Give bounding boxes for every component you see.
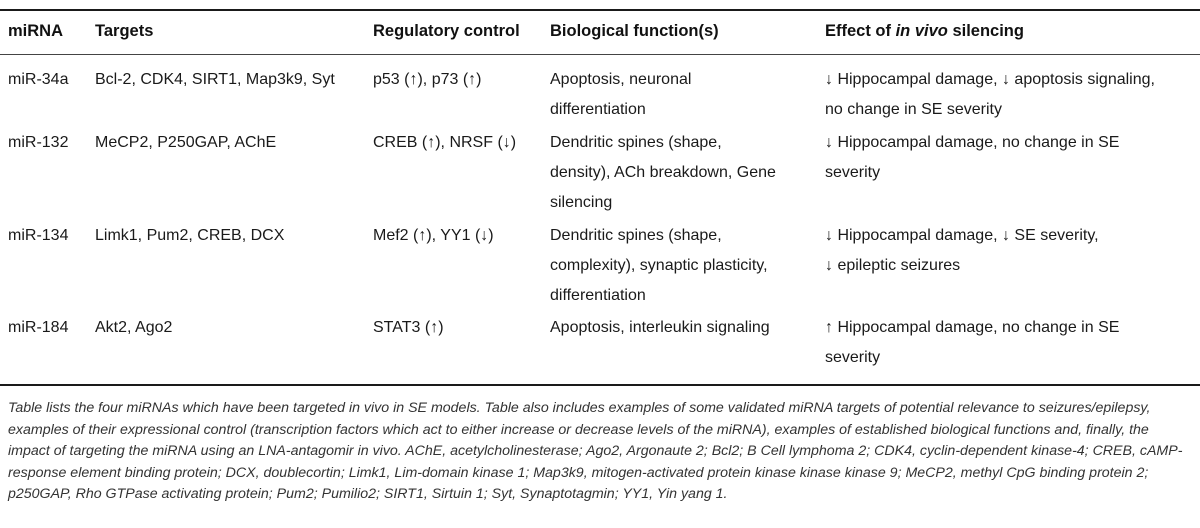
cell-line: no change in SE severity [825,101,1002,118]
cell-line: silencing [550,194,613,211]
header-mirna: miRNA [8,22,64,40]
cell-line: ↓ epileptic seizures [825,257,961,274]
table-caption: Table lists the four miRNAs which have b… [8,400,1183,503]
cell-line: Apoptosis, interleukin signaling [550,319,770,336]
cell-mirna: miR-132 [8,134,69,151]
cell-function: Apoptosis, interleukin signaling [550,313,815,343]
header-regulatory-control: Regulatory control [373,22,520,40]
cell-line: differentiation [550,287,646,304]
cell-line: severity [825,349,881,366]
cell-line: Dendritic spines (shape, [550,227,722,244]
cell-regulatory: p53 (↑), p73 (↑) [373,71,482,88]
header-effect-prefix: Effect of [825,22,896,40]
cell-line: ↓ Hippocampal damage, ↓ SE severity, [825,227,1099,244]
cell-line: Dendritic spines (shape, [550,134,722,151]
cell-mirna: miR-34a [8,71,69,88]
cell-effect: ↑ Hippocampal damage, no change in SE se… [825,313,1195,373]
table-bottom-rule [0,384,1200,386]
cell-line: differentiation [550,101,646,118]
cell-effect: ↓ Hippocampal damage, ↓ apoptosis signal… [825,65,1195,125]
header-targets: Targets [95,22,154,40]
cell-function: Apoptosis, neuronal differentiation [550,65,815,125]
cell-effect: ↓ Hippocampal damage, ↓ SE severity, ↓ e… [825,221,1195,281]
cell-line: severity [825,164,881,181]
cell-targets: Bcl-2, CDK4, SIRT1, Map3k9, Syt [95,71,335,88]
cell-targets: MeCP2, P250GAP, AChE [95,134,277,151]
cell-regulatory: Mef2 (↑), YY1 (↓) [373,227,494,244]
cell-mirna: miR-134 [8,227,69,244]
cell-function: Dendritic spines (shape, complexity), sy… [550,221,815,311]
header-effect-italic: in vivo [895,22,948,40]
cell-targets: Limk1, Pum2, CREB, DCX [95,227,285,244]
cell-function: Dendritic spines (shape, density), ACh b… [550,128,815,218]
cell-regulatory: CREB (↑), NRSF (↓) [373,134,517,151]
cell-line: complexity), synaptic plasticity, [550,257,768,274]
cell-line: ↓ Hippocampal damage, no change in SE [825,134,1120,151]
cell-line: Apoptosis, neuronal [550,71,692,88]
cell-line: ↑ Hippocampal damage, no change in SE [825,319,1120,336]
cell-line: ↓ Hippocampal damage, ↓ apoptosis signal… [825,71,1155,88]
header-rule [0,54,1200,55]
header-biological-function: Biological function(s) [550,22,719,40]
header-effect: Effect of in vivo silencing [825,20,1024,42]
cell-regulatory: STAT3 (↑) [373,319,444,336]
header-effect-suffix: silencing [947,22,1024,40]
cell-line: density), ACh breakdown, Gene [550,164,776,181]
cell-targets: Akt2, Ago2 [95,319,173,336]
table-top-rule [0,9,1200,11]
cell-effect: ↓ Hippocampal damage, no change in SE se… [825,128,1195,188]
cell-mirna: miR-184 [8,319,69,336]
